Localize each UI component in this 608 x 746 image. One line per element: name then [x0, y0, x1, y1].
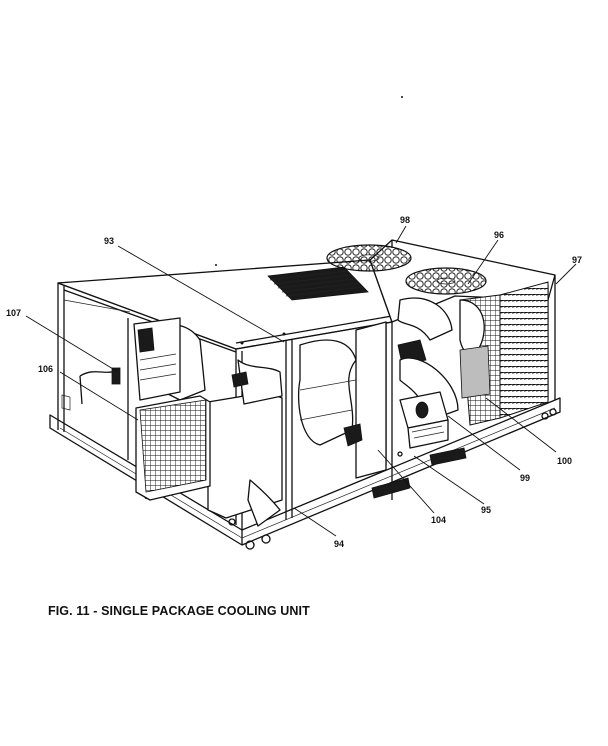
top-panel [57, 259, 393, 350]
callout-97: 97 [572, 255, 582, 265]
condenser-fan-grille-2 [405, 267, 487, 295]
middle-section [285, 321, 387, 520]
condenser-fan-grille-1 [326, 244, 412, 272]
callout-98: 98 [400, 215, 410, 225]
stray-mark [401, 96, 403, 98]
blower-assembly [111, 317, 181, 401]
leader-lines [25, 225, 577, 537]
callout-107: 107 [6, 308, 21, 318]
condenser-coil [459, 281, 549, 426]
callout-96: 96 [494, 230, 504, 240]
callout-95: 95 [481, 505, 491, 515]
figure-caption: FIG. 11 - SINGLE PACKAGE COOLING UNIT [48, 604, 310, 618]
callout-100: 100 [557, 456, 572, 466]
callout-104: 104 [431, 515, 446, 525]
callout-99: 99 [520, 473, 530, 483]
callout-106: 106 [38, 364, 53, 374]
callout-93: 93 [104, 236, 114, 246]
callout-labels: 93 94 95 96 97 98 99 100 104 106 107 [6, 215, 582, 549]
callout-94: 94 [334, 539, 344, 549]
left-access-panel [135, 324, 283, 530]
compressor-compartment [371, 297, 467, 500]
